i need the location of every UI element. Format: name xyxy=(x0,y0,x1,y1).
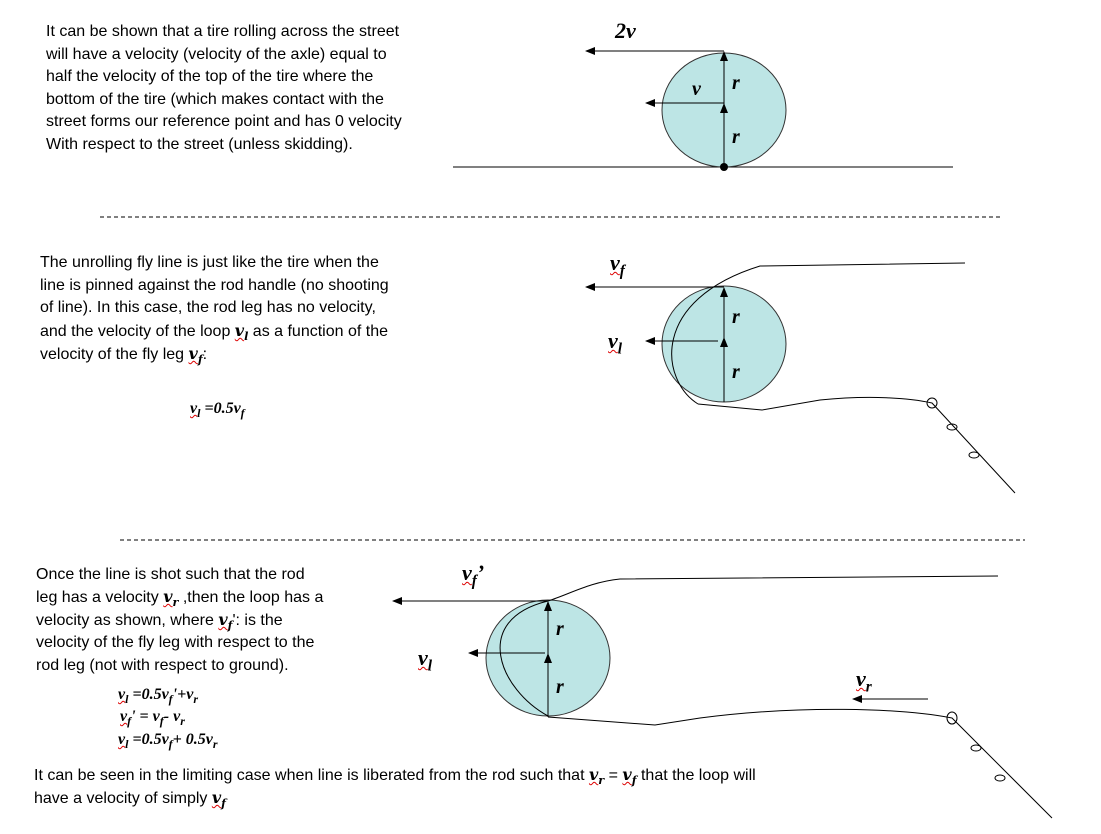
text-line: velocity of the fly leg vf: xyxy=(40,343,207,370)
text-line: velocity as shown, where vf': is the xyxy=(36,609,283,636)
radius-label: r xyxy=(732,306,740,328)
fly-leg-line xyxy=(671,262,966,405)
rod-guide xyxy=(946,423,958,431)
text-line: of line). In this case, the rod leg has … xyxy=(40,299,376,316)
text-line: line is pinned against the rod handle (n… xyxy=(40,277,389,294)
fly-velocity-label: vf’ xyxy=(462,560,485,590)
text: ,then the loop has a xyxy=(178,589,324,606)
loop-diagram-pinned xyxy=(585,262,1016,494)
text-line: velocity of the fly leg with respect to … xyxy=(36,634,315,651)
text-line: bottom of the tire (which makes contact … xyxy=(46,91,384,108)
radius-label: r xyxy=(732,126,740,148)
rod-guide xyxy=(994,774,1006,782)
rod-velocity-symbol: vr xyxy=(588,765,605,788)
rod-velocity-label: vr xyxy=(856,666,872,696)
rod-guide xyxy=(926,397,938,409)
text: velocity as shown, where xyxy=(36,612,219,629)
text-line: With respect to the street (unless skidd… xyxy=(46,136,353,153)
fly-velocity-label: vf xyxy=(610,250,625,280)
text-line: will have a velocity (velocity of the ax… xyxy=(46,46,387,63)
text: that the loop will xyxy=(636,767,756,784)
top-velocity-label: 2v xyxy=(615,18,636,43)
fly-velocity-symbol: vf xyxy=(188,344,203,367)
rod-leg-line xyxy=(547,708,1053,819)
text: : xyxy=(202,346,208,363)
radius-label: r xyxy=(732,72,740,94)
text-line: Once the line is shot such that the rod xyxy=(36,566,305,583)
rod-guide xyxy=(968,451,980,459)
radius-label: r xyxy=(556,676,564,698)
rod-velocity-symbol: vr xyxy=(163,587,179,610)
loop-velocity-label: vl xyxy=(608,328,623,358)
fly-velocity-symbol: vf xyxy=(622,765,637,788)
fly-velocity-symbol: vf xyxy=(218,610,233,633)
text: ': is the xyxy=(232,612,283,629)
equation-2: vf' = vf- vr xyxy=(120,708,185,729)
rod-leg-line xyxy=(697,396,1016,494)
fly-leg-line xyxy=(499,575,999,717)
text: It can be seen in the limiting case when… xyxy=(34,767,589,784)
text: velocity of the fly leg xyxy=(40,346,189,363)
text-line: It can be shown that a tire rolling acro… xyxy=(46,23,400,40)
text-line: and the velocity of the loop vl as a fun… xyxy=(40,320,388,347)
text: leg has a velocity xyxy=(36,589,164,606)
tire-diagram xyxy=(453,47,953,171)
radius-label: r xyxy=(732,361,740,383)
loop-diagram-shooting xyxy=(392,575,1053,819)
rod-guide xyxy=(946,711,958,725)
axle-velocity-label: v xyxy=(692,78,701,100)
text: as a function of the xyxy=(248,323,388,340)
text: = xyxy=(604,767,623,784)
text-line: rod leg (not with respect to ground). xyxy=(36,657,289,674)
text-line: The unrolling fly line is just like the … xyxy=(40,254,379,271)
text-line: leg has a velocity vr ,then the loop has… xyxy=(36,586,323,613)
text-line: street forms our reference point and has… xyxy=(46,113,402,130)
equation-1: vl =0.5vf'+vr xyxy=(118,686,199,707)
text: and the velocity of the loop xyxy=(40,323,235,340)
text-line: have a velocity of simply vf xyxy=(34,787,226,814)
loop-velocity-symbol: vl xyxy=(234,321,249,344)
radius-label: r xyxy=(556,618,564,640)
pinned-equation: vl =0.5vf xyxy=(190,400,245,421)
text-line: half the velocity of the top of the tire… xyxy=(46,68,374,85)
rod-guide xyxy=(970,744,982,752)
loop-velocity-label: vl xyxy=(418,645,433,675)
text-line: It can be seen in the limiting case when… xyxy=(34,764,756,791)
text: have a velocity of simply xyxy=(34,790,212,807)
fly-velocity-symbol: vf xyxy=(211,788,226,811)
equation-3: vl =0.5vf+ 0.5vr xyxy=(118,731,218,752)
